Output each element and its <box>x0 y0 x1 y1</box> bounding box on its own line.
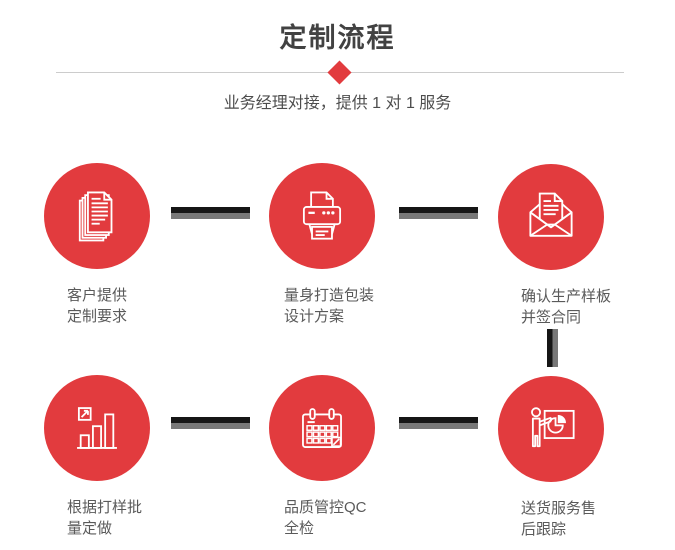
process-step-6: 送货服务售 后跟踪 <box>498 376 604 538</box>
step-label: 量身打造包装 设计方案 <box>284 287 375 325</box>
step-label: 客户提供 定制要求 <box>67 287 128 325</box>
process-step-3: 确认生产样板 并签合同 <box>498 164 611 326</box>
calendar-icon <box>302 408 342 448</box>
bar-chart-icon <box>77 407 117 449</box>
step-label: 确认生产样板 并签合同 <box>521 288 612 326</box>
step-circle <box>44 375 150 481</box>
step-circle <box>269 375 375 481</box>
process-step-1: 客户提供 定制要求 <box>44 163 150 325</box>
step-circle <box>44 163 150 269</box>
presentation-icon <box>531 407 575 448</box>
step-circle <box>498 164 604 270</box>
step-label: 品质管控QC 全检 <box>284 499 367 537</box>
connector-vertical <box>547 329 558 367</box>
section-subtitle: 业务经理对接，提供 1 对 1 服务 <box>223 95 452 112</box>
process-step-2: 量身打造包装 设计方案 <box>269 163 375 325</box>
step-circle <box>498 376 604 482</box>
process-step-5: 品质管控QC 全检 <box>269 375 375 537</box>
connector-horizontal-4 <box>399 417 478 429</box>
envelope-icon <box>529 192 573 237</box>
process-step-4: 根据打样批 量定做 <box>44 375 150 537</box>
documents-icon <box>78 191 113 242</box>
connector-horizontal-2 <box>399 207 478 219</box>
step-label: 送货服务售 后跟踪 <box>521 500 597 538</box>
diamond-accent <box>327 60 352 85</box>
printer-icon <box>302 191 342 240</box>
connector-horizontal-3 <box>171 417 250 429</box>
connector-horizontal-1 <box>171 207 250 219</box>
step-label: 根据打样批 量定做 <box>67 499 143 537</box>
section-title: 定制流程 <box>279 23 396 53</box>
step-circle <box>269 163 375 269</box>
